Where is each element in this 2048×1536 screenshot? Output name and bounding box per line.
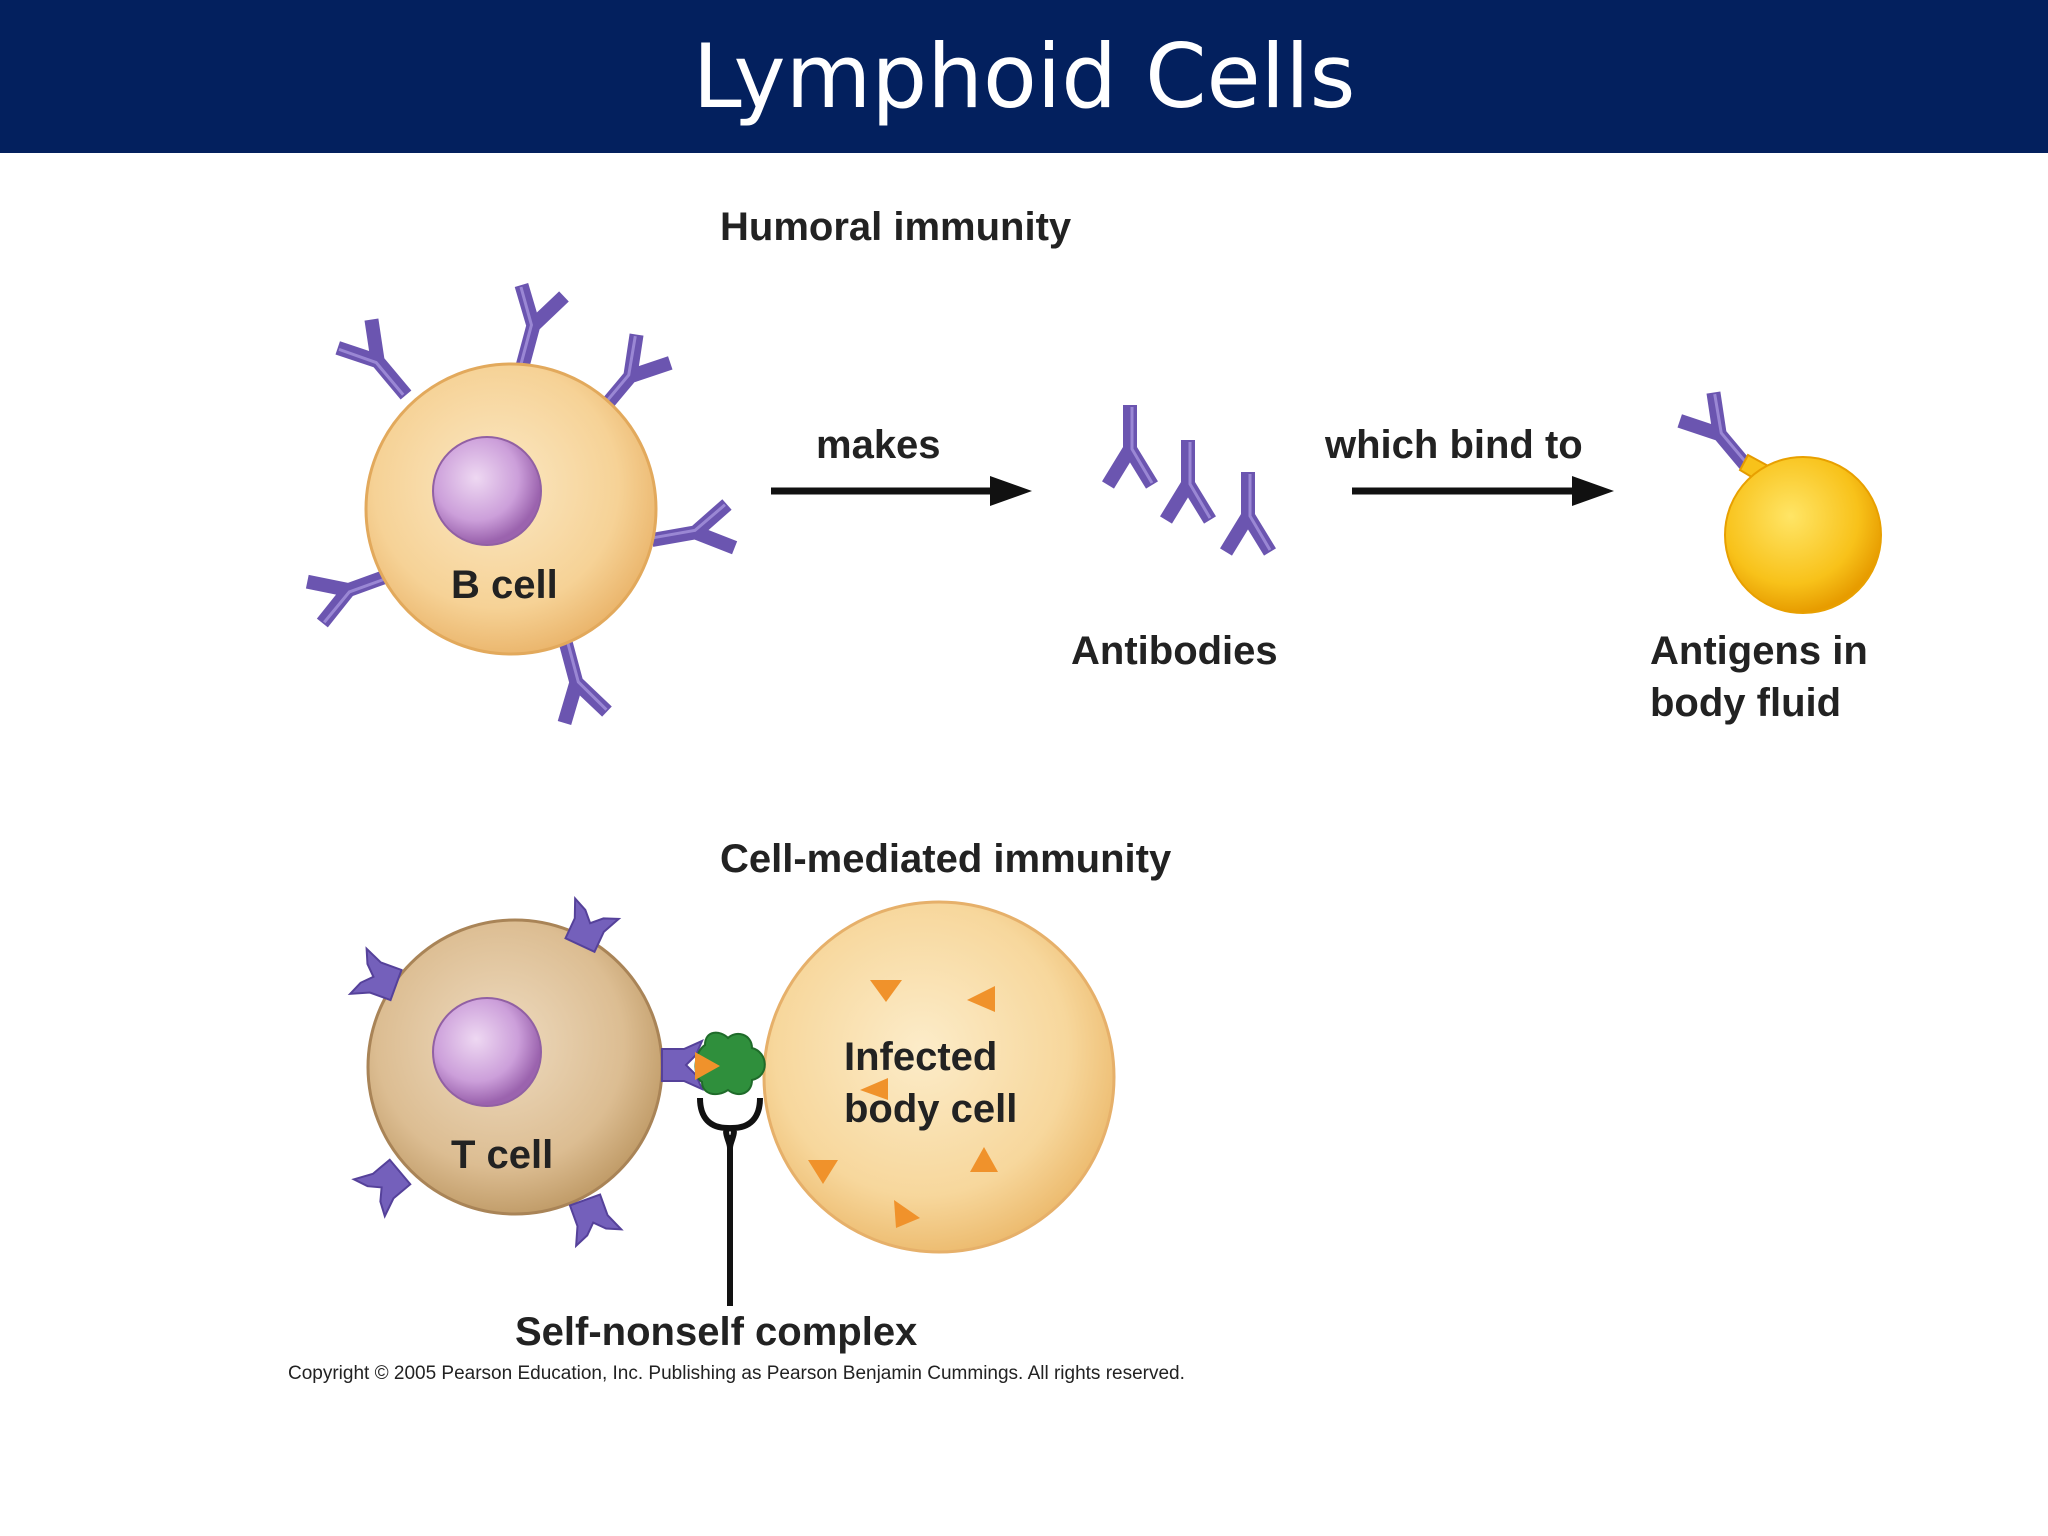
bind-label: which bind to <box>1324 423 1583 467</box>
antigen-fragment <box>808 1160 838 1184</box>
antibody <box>1108 405 1152 485</box>
mhc-molecule <box>694 1031 766 1096</box>
antigen-complex: Antigens in body fluid <box>1650 393 1882 725</box>
infected-body-cell: Infected body cell <box>762 900 1116 1254</box>
title-bar: Lymphoid Cells <box>0 0 2048 153</box>
antigen-fragment <box>860 1078 888 1100</box>
antibodies-label: Antibodies <box>1071 629 1278 673</box>
makes-label: makes <box>816 423 941 467</box>
b-cell-antibody <box>501 285 564 374</box>
t-cell: T cell <box>349 897 703 1247</box>
b-cell: B cell <box>307 285 734 723</box>
b-cell-nucleus <box>432 436 542 546</box>
complex-label: Self-nonself complex <box>515 1310 917 1354</box>
makes-arrow: makes <box>771 423 1032 506</box>
antigen <box>1724 456 1882 614</box>
t-cell-label: T cell <box>451 1133 553 1177</box>
humoral-heading: Humoral immunity <box>720 205 1072 249</box>
bind-arrow: which bind to <box>1324 423 1614 506</box>
infected-label-line2: body cell <box>844 1087 1017 1131</box>
copyright-text: Copyright © 2005 Pearson Education, Inc.… <box>288 1363 1185 1384</box>
antigen-label-line2: body fluid <box>1650 681 1841 725</box>
self-nonself-complex: Self-nonself complex <box>515 1031 917 1354</box>
b-cell-antibody <box>648 504 734 561</box>
infected-cell-body <box>762 900 1116 1254</box>
presented-antigen <box>695 1052 720 1080</box>
antigen-fragment <box>894 1200 920 1228</box>
b-cell-label: B cell <box>451 563 558 607</box>
antibody <box>1226 472 1270 552</box>
t-cell-nucleus <box>432 997 542 1107</box>
b-cell-antibody <box>338 320 423 410</box>
antibodies: Antibodies <box>1071 405 1278 673</box>
cell-mediated-heading: Cell-mediated immunity <box>720 837 1172 881</box>
infected-label-line1: Infected <box>844 1035 997 1079</box>
antigen-fragment <box>967 986 995 1012</box>
antigen-label-line1: Antigens in <box>1650 629 1868 673</box>
antibody <box>1166 440 1210 520</box>
slide-title: Lymphoid Cells <box>692 25 1356 128</box>
antigen-fragment <box>970 1147 998 1172</box>
antigen-fragment <box>870 980 902 1002</box>
